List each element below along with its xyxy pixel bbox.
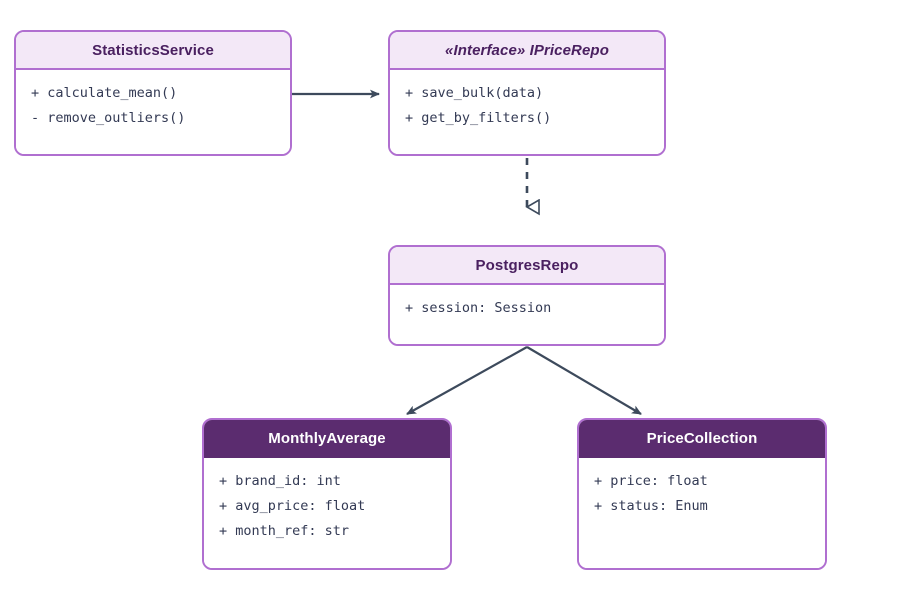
class-members-statistics-service: + calculate_mean() - remove_outliers() xyxy=(16,70,290,154)
class-node-postgres-repo[interactable]: PostgresRepo + session: Session xyxy=(388,245,666,346)
class-member: + avg_price: float xyxy=(219,498,366,514)
class-member: + save_bulk(data) xyxy=(405,85,544,101)
class-node-monthly-average[interactable]: MonthlyAverage + brand_id: int + avg_pri… xyxy=(202,418,452,570)
class-members-price-collection: + price: float + status: Enum xyxy=(579,458,825,568)
class-member: + session: Session xyxy=(405,300,552,316)
class-member: + brand_id: int xyxy=(219,473,341,489)
class-member: + status: Enum xyxy=(594,498,708,514)
class-node-iprice-repo[interactable]: «Interface» IPriceRepo + save_bulk(data)… xyxy=(388,30,666,156)
class-title-price-collection: PriceCollection xyxy=(579,420,825,458)
class-members-monthly-average: + brand_id: int + avg_price: float + mon… xyxy=(204,458,450,568)
class-members-postgres-repo: + session: Session xyxy=(390,285,664,344)
class-title-statistics-service: StatisticsService xyxy=(16,32,290,70)
class-member: + month_ref: str xyxy=(219,523,350,539)
class-member: - remove_outliers() xyxy=(31,110,186,126)
class-member: + get_by_filters() xyxy=(405,110,552,126)
class-node-statistics-service[interactable]: StatisticsService + calculate_mean() - r… xyxy=(14,30,292,156)
class-node-price-collection[interactable]: PriceCollection + price: float + status:… xyxy=(577,418,827,570)
edge-postgres-to-monthly xyxy=(406,346,528,415)
class-members-iprice-repo: + save_bulk(data) + get_by_filters() xyxy=(390,70,664,154)
class-member: + calculate_mean() xyxy=(31,85,178,101)
class-title-monthly-average: MonthlyAverage xyxy=(204,420,450,458)
class-title-postgres-repo: PostgresRepo xyxy=(390,247,664,285)
edge-postgres-to-pricecollection xyxy=(526,346,642,415)
class-member: + price: float xyxy=(594,473,708,489)
class-title-iprice-repo: «Interface» IPriceRepo xyxy=(390,32,664,70)
